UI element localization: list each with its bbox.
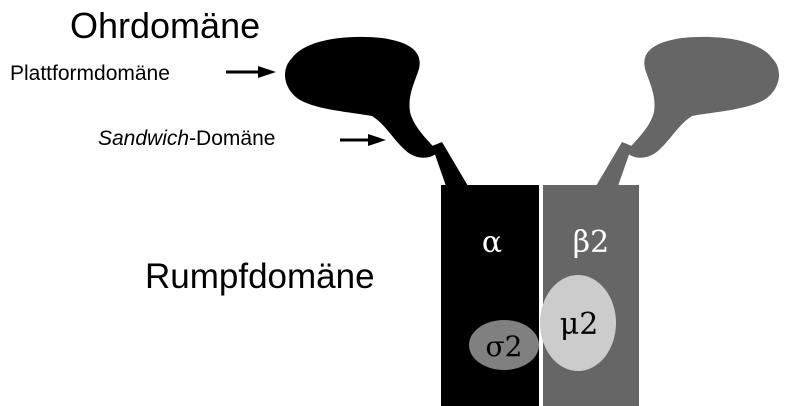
beta2-label: β2 bbox=[573, 225, 609, 260]
sandwich-italic-part: Sandwich bbox=[98, 127, 189, 150]
sandwich-rest-part: -Domäne bbox=[189, 127, 275, 150]
alpha-ear-appendage bbox=[285, 36, 468, 186]
alpha-ear-head bbox=[285, 36, 438, 158]
sandwich-domain-label: Sandwich-Domäne bbox=[98, 127, 275, 150]
sigma2-ellipse bbox=[469, 320, 539, 370]
beta-ear-appendage bbox=[596, 36, 779, 186]
alpha-trunk bbox=[441, 185, 539, 406]
trunk-domain-label: Rumpfdomäne bbox=[145, 257, 375, 296]
trunk-divider bbox=[539, 185, 543, 406]
beta-hinge bbox=[596, 142, 632, 186]
beta-ear-head bbox=[626, 36, 779, 158]
mu2-ellipse bbox=[540, 275, 616, 371]
mu2-label: μ2 bbox=[560, 307, 599, 342]
ear-domain-label: Ohrdomäne bbox=[70, 5, 260, 46]
alpha-hinge bbox=[432, 142, 468, 186]
alpha-label: α bbox=[482, 225, 502, 260]
sandwich-arrow bbox=[340, 134, 386, 146]
sigma2-label: σ2 bbox=[486, 330, 523, 363]
platform-domain-label: Plattformdomäne bbox=[10, 62, 170, 85]
platform-arrow bbox=[226, 66, 276, 78]
